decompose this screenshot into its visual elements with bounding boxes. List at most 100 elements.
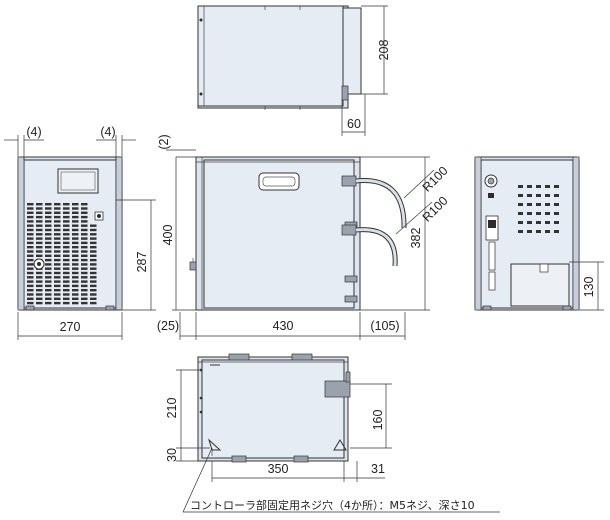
vent-slot bbox=[45, 280, 52, 283]
vent-slot bbox=[45, 276, 52, 279]
rear-vent-slot bbox=[545, 221, 550, 224]
rear-vent-slot bbox=[545, 185, 550, 188]
vent-slot bbox=[45, 246, 52, 249]
rear-vent-slot bbox=[554, 194, 559, 197]
vent-slot bbox=[27, 297, 34, 300]
vent-slot bbox=[90, 301, 97, 305]
vent-slot bbox=[36, 228, 43, 232]
dim-rear-height: 130 bbox=[582, 277, 596, 298]
vent-slot bbox=[27, 224, 34, 227]
vent-slot bbox=[45, 224, 52, 227]
vent-slot bbox=[63, 258, 70, 262]
rear-vent-slot bbox=[527, 221, 532, 224]
rear-vent-slot bbox=[536, 185, 541, 188]
rear-vent-slot bbox=[518, 221, 523, 224]
vent-slot bbox=[36, 211, 43, 214]
vent-slot bbox=[45, 237, 52, 240]
vent-slot bbox=[72, 203, 79, 206]
vent-slot bbox=[63, 297, 70, 300]
vent-slot bbox=[81, 224, 88, 227]
vent-slot bbox=[63, 228, 70, 232]
vent-slot bbox=[90, 271, 97, 275]
vent-slot bbox=[90, 258, 97, 262]
vent-slot bbox=[54, 246, 61, 249]
vent-slot bbox=[72, 284, 79, 288]
vent-slot bbox=[45, 207, 52, 210]
vent-slot bbox=[27, 258, 34, 262]
vent-slot bbox=[45, 297, 52, 300]
vent-slot bbox=[45, 289, 52, 292]
vent-slot bbox=[36, 241, 43, 245]
vent-slot bbox=[27, 211, 34, 214]
rear-vent-grid bbox=[518, 185, 559, 233]
vent-slot bbox=[27, 203, 34, 206]
vent-slot bbox=[63, 293, 70, 296]
vent-slot bbox=[36, 250, 43, 253]
vent-slot bbox=[90, 284, 97, 288]
vent-slot bbox=[63, 215, 70, 219]
vent-slot bbox=[27, 267, 34, 270]
vent-slot bbox=[36, 237, 43, 240]
vent-slot bbox=[63, 207, 70, 210]
vent-slot bbox=[36, 233, 43, 236]
vent-slot bbox=[90, 263, 97, 266]
vent-slot bbox=[63, 241, 70, 245]
vent-slot bbox=[45, 211, 52, 214]
vent-slot bbox=[36, 301, 43, 305]
vent-slot bbox=[63, 289, 70, 292]
top-view: 208 60 bbox=[197, 5, 391, 136]
vent-slot bbox=[90, 233, 97, 236]
vent-slot bbox=[72, 263, 79, 266]
vent-slot bbox=[45, 220, 52, 223]
vent-slot bbox=[36, 246, 43, 249]
vent-slot bbox=[72, 293, 79, 296]
rear-vent-slot bbox=[527, 203, 532, 206]
vent-slot bbox=[54, 284, 61, 288]
rear-vent-slot bbox=[527, 230, 532, 233]
vent-slot bbox=[81, 254, 88, 257]
vent-slot bbox=[54, 276, 61, 279]
vent-slot bbox=[54, 293, 61, 296]
vent-slot bbox=[45, 241, 52, 245]
vent-slot bbox=[54, 250, 61, 253]
vent-slot bbox=[72, 301, 79, 305]
vent-slot bbox=[81, 220, 88, 223]
vent-slot bbox=[54, 215, 61, 219]
dim-bottom-offset: 30 bbox=[165, 448, 179, 462]
rear-vent-slot bbox=[545, 230, 550, 233]
vent-slot bbox=[81, 241, 88, 245]
vent-slot bbox=[72, 254, 79, 257]
vent-slot bbox=[72, 297, 79, 300]
vent-slot bbox=[90, 237, 97, 240]
front-display bbox=[57, 168, 99, 194]
vent-slot bbox=[54, 267, 61, 270]
vent-slot bbox=[45, 271, 52, 275]
rear-vent-slot bbox=[536, 230, 541, 233]
vent-slot bbox=[27, 207, 34, 210]
vent-slot bbox=[81, 289, 88, 292]
rear-vent-slot bbox=[554, 221, 559, 224]
vent-slot bbox=[63, 254, 70, 257]
vent-slot bbox=[36, 297, 43, 300]
vent-slot bbox=[36, 207, 43, 210]
dim-bottom-depth: 210 bbox=[165, 398, 179, 419]
vent-slot bbox=[27, 215, 34, 219]
vent-slot bbox=[63, 301, 70, 305]
vent-slot bbox=[81, 246, 88, 249]
vent-slot bbox=[27, 293, 34, 296]
hose-upper bbox=[355, 178, 407, 229]
vent-slot bbox=[27, 237, 34, 240]
bottom-view: 210 30 160 350 31 コントローラ部固定用ネジ穴（4か所）：M5ネ… bbox=[165, 353, 500, 513]
rear-vent-slot bbox=[536, 221, 541, 224]
vent-slot bbox=[72, 280, 79, 283]
vent-slot bbox=[63, 220, 70, 223]
vent-slot bbox=[27, 263, 34, 266]
vent-slot bbox=[90, 280, 97, 283]
vent-slot bbox=[81, 301, 88, 305]
vent-slot bbox=[90, 228, 97, 232]
vent-slot bbox=[63, 246, 70, 249]
vent-slot bbox=[54, 297, 61, 300]
vent-slot bbox=[27, 241, 34, 245]
rear-vent-slot bbox=[518, 203, 523, 206]
vent-slot bbox=[81, 233, 88, 236]
